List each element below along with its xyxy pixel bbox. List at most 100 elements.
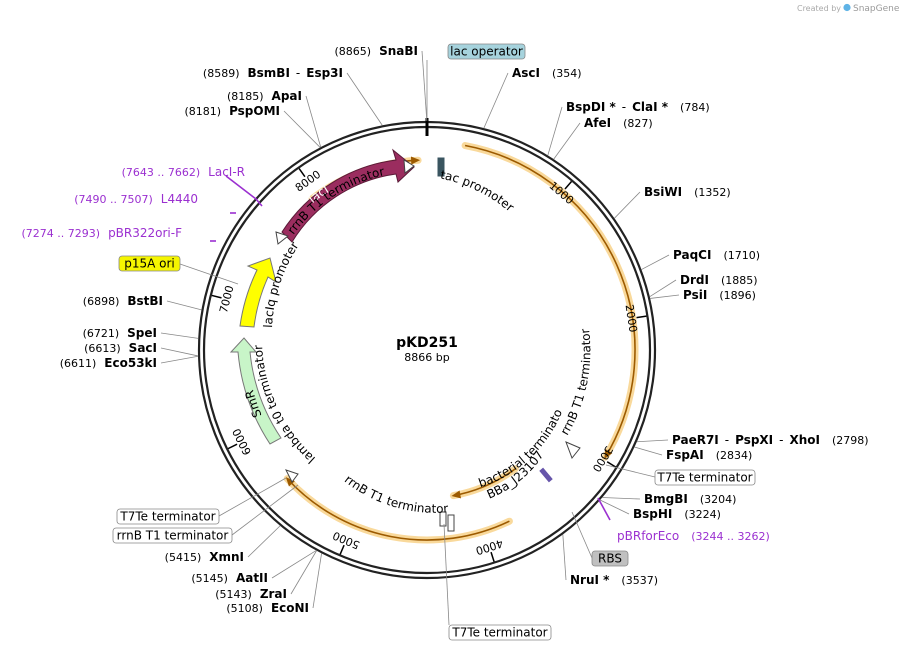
site-position: (6613) bbox=[84, 342, 121, 355]
primer-laci-r[interactable]: (7643 .. 7662)LacI-R bbox=[122, 165, 245, 179]
site-nrui[interactable]: NruI *(3537) bbox=[570, 573, 658, 587]
leader-line bbox=[179, 263, 239, 285]
site-position: (5145) bbox=[191, 572, 228, 585]
leader-line bbox=[634, 446, 663, 456]
primer-position: (7274 .. 7293) bbox=[22, 227, 101, 240]
site-bsiwi[interactable]: BsiWI(1352) bbox=[644, 185, 731, 199]
leader-line bbox=[166, 300, 202, 311]
svg-text:(7643 .. 7662)LacI-R: (7643 .. 7662)LacI-R bbox=[122, 165, 245, 179]
leader-line bbox=[290, 550, 317, 595]
site-name: Eco53kI bbox=[104, 356, 157, 370]
laci-arrow[interactable] bbox=[281, 148, 415, 243]
bacterial-arc[interactable] bbox=[449, 465, 519, 500]
feature-rrnb-left[interactable]: rrnB T1 terminator bbox=[112, 527, 233, 544]
svg-text:AfeI(827): AfeI (827) bbox=[584, 116, 653, 130]
leader-line bbox=[312, 553, 322, 609]
site-bstbi[interactable]: (6898)BstBI bbox=[83, 294, 163, 308]
svg-text:PaeR7I-PspXI-XhoI(2798): PaeR7I-PspXI-XhoI(2798) bbox=[672, 433, 869, 447]
svg-text:(8181)PspOMI: (8181)PspOMI bbox=[184, 104, 280, 118]
primer-position: (3244 .. 3262) bbox=[691, 530, 770, 543]
tac-arc[interactable] bbox=[461, 142, 639, 461]
site-afei[interactable]: AfeI (827) bbox=[584, 116, 653, 130]
primer-pbrforeco[interactable]: pBRforEco(3244 .. 3262) bbox=[617, 529, 770, 543]
site-bspdi[interactable]: BspDI *-ClaI *(784) bbox=[566, 100, 710, 114]
site-aatii[interactable]: (5145)AatII bbox=[191, 571, 268, 585]
site-name: EcoNI bbox=[271, 601, 309, 615]
site-zrai[interactable]: (5143)ZraI bbox=[215, 587, 287, 601]
leader-line bbox=[443, 523, 450, 626]
site-pspomi[interactable]: (8181)PspOMI bbox=[184, 104, 280, 118]
site-apai[interactable]: (8185) ApaI bbox=[227, 89, 302, 103]
site-spei[interactable]: (6721)SpeI bbox=[83, 326, 157, 340]
leader-line bbox=[614, 191, 641, 219]
site-drdi[interactable]: DrdI(1885) bbox=[680, 273, 758, 287]
smr-arrow[interactable] bbox=[229, 337, 282, 445]
tick-label: 6000 bbox=[230, 426, 254, 457]
svg-text:pBRforEco(3244 .. 3262): pBRforEco(3244 .. 3262) bbox=[617, 529, 770, 543]
site-bsphi[interactable]: BspHI(3224) bbox=[633, 507, 721, 521]
site-name: PaeR7I bbox=[672, 433, 719, 447]
tick-mark bbox=[490, 551, 495, 562]
site-fspai[interactable]: FspAI(2834) bbox=[666, 448, 752, 462]
leader-line bbox=[421, 50, 428, 122]
site-bmgbi[interactable]: BmgBI(3204) bbox=[644, 492, 736, 506]
svg-text:BspHI(3224): BspHI(3224) bbox=[633, 507, 721, 521]
site-psii[interactable]: PsiI(1896) bbox=[683, 288, 756, 302]
rrnb-right-label: rrnB T1 terminator bbox=[558, 328, 594, 438]
site-name: BspHI bbox=[633, 507, 672, 521]
site-name: XmnI bbox=[209, 550, 244, 564]
site-asci[interactable]: AscI(354) bbox=[512, 66, 582, 80]
site-position: (3537) bbox=[621, 574, 658, 587]
site-name: BsiWI bbox=[644, 185, 682, 199]
feature-lac-operator[interactable]: lac operator bbox=[447, 43, 526, 60]
site-econi[interactable]: (5108)EcoNI bbox=[226, 601, 309, 615]
site-position: (8181) bbox=[184, 105, 221, 118]
feature-label: T7Te terminator bbox=[119, 510, 215, 524]
primer-l4440[interactable]: (7490 .. 7507)L4440 bbox=[74, 192, 198, 206]
tick-mark bbox=[339, 544, 345, 555]
primer-pbr322ori-f[interactable]: (7274 .. 7293)pBR322ori-F bbox=[22, 226, 183, 240]
site-position: (5143) bbox=[215, 588, 252, 601]
site-position: (827) bbox=[623, 117, 653, 130]
site-eco53ki[interactable]: (6611)Eco53kI bbox=[60, 356, 157, 370]
feature-t7te-bottom[interactable]: T7Te terminator bbox=[448, 624, 552, 641]
rrnb-bottom-arc[interactable] bbox=[283, 475, 513, 544]
site-name: BstBI bbox=[127, 294, 163, 308]
site-name: AfeI bbox=[584, 116, 611, 130]
feature-p15a-ori[interactable]: p15A ori bbox=[118, 255, 181, 272]
leader-line bbox=[602, 497, 641, 500]
site-name: BsmBI bbox=[248, 66, 290, 80]
site-paqci[interactable]: PaqCI(1710) bbox=[673, 248, 760, 262]
tick-label: 7000 bbox=[217, 284, 236, 314]
leader-line bbox=[649, 279, 677, 298]
feature-t7te-right[interactable]: T7Te terminator bbox=[654, 469, 756, 486]
leader-line bbox=[636, 439, 669, 443]
site-position: (8185) bbox=[227, 90, 264, 103]
leader-line bbox=[547, 106, 563, 156]
site-snabi[interactable]: (8865)SnaBI bbox=[335, 44, 418, 58]
tick-mark bbox=[606, 461, 617, 468]
site-position: (5415) bbox=[165, 551, 202, 564]
p15a-ori-arrow[interactable] bbox=[239, 257, 277, 328]
site-position: (2834) bbox=[716, 449, 753, 462]
tick-mark bbox=[636, 315, 647, 319]
site-name: ApaI bbox=[272, 89, 302, 103]
tick-label: 4000 bbox=[474, 536, 505, 557]
feature-t7te-left[interactable]: T7Te terminator bbox=[116, 508, 220, 525]
site-name: PaqCI bbox=[673, 248, 711, 262]
svg-text:NruI *(3537): NruI *(3537) bbox=[570, 573, 658, 587]
leader-line bbox=[650, 294, 680, 299]
site-position: (3204) bbox=[700, 493, 737, 506]
site-saci[interactable]: (6613)SacI bbox=[84, 341, 157, 355]
feature-rbs[interactable]: RBS bbox=[591, 550, 629, 567]
site-paer7i[interactable]: PaeR7I-PspXI-XhoI(2798) bbox=[672, 433, 869, 447]
site-bsmbi[interactable]: (8589)BsmBI-Esp3I bbox=[203, 66, 343, 80]
site-position: (8589) bbox=[203, 67, 240, 80]
svg-text:(6611)Eco53kI: (6611)Eco53kI bbox=[60, 356, 157, 370]
site-name: DrdI bbox=[680, 273, 709, 287]
site-xmni[interactable]: (5415) XmnI bbox=[165, 550, 244, 564]
svg-text:(8185)ApaI: (8185) ApaI bbox=[227, 89, 302, 103]
leader-line bbox=[346, 72, 383, 126]
svg-text:DrdI(1885): DrdI(1885) bbox=[680, 273, 758, 287]
